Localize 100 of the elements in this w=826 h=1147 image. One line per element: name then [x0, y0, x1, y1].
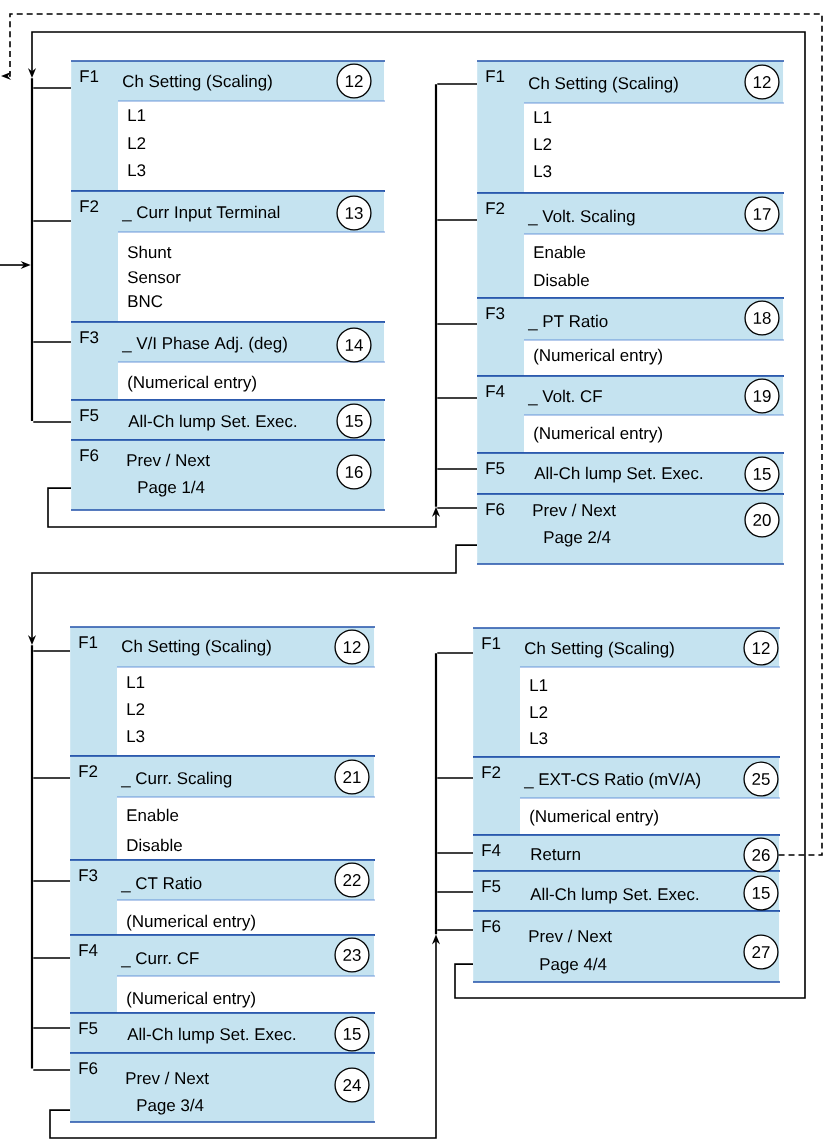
key-label: F2	[80, 200, 99, 212]
connector-line	[32, 957, 71, 959]
menu-title: Ch Setting (Scaling)	[122, 639, 271, 656]
option-label: Disable	[534, 273, 589, 287]
page-label: Page 3/4	[137, 1098, 204, 1115]
key-label: F2	[486, 202, 505, 214]
menu-row	[472, 627, 781, 758]
connector-line	[32, 880, 71, 882]
key-label: F1	[486, 70, 505, 82]
connector-line	[32, 1027, 71, 1029]
connector-line	[436, 852, 474, 854]
page-label: Page 2/4	[544, 530, 611, 547]
menu-title: Prev / Next	[529, 929, 612, 943]
key-label: F4	[482, 844, 501, 856]
connector-line	[436, 777, 474, 779]
option-label: Sensor	[127, 271, 181, 284]
menu-row	[70, 190, 386, 323]
connector-line	[436, 507, 478, 509]
menu-row	[476, 60, 785, 194]
connector-line	[32, 220, 72, 222]
option-label: L1	[127, 676, 145, 688]
option-label: L3	[534, 165, 552, 178]
key-label: F6	[79, 1062, 98, 1075]
key-label: F5	[486, 462, 505, 475]
menu-title: All-Ch lump Set. Exec.	[530, 887, 699, 904]
menu-title: _ Curr. CF	[120, 952, 199, 968]
key-label: F5	[80, 409, 99, 422]
menu-row	[70, 399, 386, 441]
option-label: L3	[127, 730, 145, 743]
key-label: F2	[482, 766, 501, 778]
option-label: L2	[128, 137, 146, 149]
key-label: F5	[79, 1022, 98, 1035]
menu-title: Ch Setting (Scaling)	[123, 74, 272, 91]
menu-title: Ch Setting (Scaling)	[525, 641, 674, 658]
key-label: F1	[79, 636, 98, 648]
key-label: F5	[482, 880, 501, 893]
option-label: L2	[127, 703, 145, 715]
menu-title: _ Volt. Scaling	[527, 209, 635, 226]
menu-title: _ PT Ratio	[527, 314, 608, 331]
key-label: F3	[79, 869, 98, 882]
menu-title: Prev / Next	[533, 503, 616, 517]
connector-line	[436, 468, 478, 470]
key-label: F6	[486, 503, 505, 516]
option-label: (Numerical entry)	[534, 426, 662, 443]
key-label: F4	[79, 944, 98, 956]
option-label: L3	[530, 732, 548, 745]
option-label: Enable	[534, 245, 586, 259]
connector-line	[32, 1069, 71, 1071]
connector-line	[436, 652, 474, 654]
key-label: F6	[482, 920, 501, 933]
menu-title: _ CT Ratio	[120, 876, 202, 893]
menu-row	[69, 934, 376, 1014]
menu-row	[69, 859, 376, 936]
option-label: L3	[128, 164, 146, 177]
connector-line	[436, 397, 478, 399]
key-label: F1	[482, 637, 501, 649]
connector-line	[436, 929, 474, 931]
menu-title: _ Curr. Scaling	[120, 771, 232, 788]
menu-title: _ EXT-CS Ratio (mV/A)	[523, 772, 701, 789]
menu-row	[472, 834, 781, 872]
menu-title: All-Ch lump Set. Exec.	[128, 414, 297, 431]
menu-row	[476, 493, 785, 565]
menu-title: Ch Setting (Scaling)	[529, 76, 678, 93]
connector-line	[32, 777, 71, 779]
connector-line	[436, 323, 478, 325]
option-label: Shunt	[127, 245, 172, 259]
option-label: BNC	[128, 295, 163, 308]
menu-row	[69, 1012, 376, 1054]
option-label: L1	[530, 679, 548, 691]
connector-line	[436, 83, 478, 85]
menu-row	[70, 321, 386, 401]
connector-line	[32, 87, 72, 89]
page-label: Page 1/4	[138, 480, 205, 497]
menu-row	[69, 626, 376, 757]
key-label: F1	[80, 70, 99, 82]
menu-row	[70, 60, 386, 192]
option-label: L2	[534, 138, 552, 150]
option-label: Enable	[127, 808, 179, 822]
option-label: (Numerical entry)	[530, 809, 658, 826]
menu-title: Prev / Next	[126, 1071, 209, 1085]
key-label: F3	[80, 331, 99, 344]
option-label: L1	[128, 109, 146, 121]
key-label: F3	[486, 307, 505, 320]
option-label: L1	[534, 111, 552, 123]
menu-row	[472, 870, 781, 912]
menu-row	[476, 192, 785, 299]
menu-row	[70, 439, 386, 511]
option-label: L2	[530, 706, 548, 718]
option-label: (Numerical entry)	[127, 914, 255, 931]
menu-title: All-Ch lump Set. Exec.	[127, 1027, 296, 1044]
page-label: Page 4/4	[540, 957, 607, 974]
option-label: (Numerical entry)	[128, 375, 256, 392]
menu-row	[472, 910, 781, 983]
menu-row	[69, 755, 376, 861]
option-label: Disable	[127, 838, 182, 852]
key-label: F4	[486, 385, 505, 397]
menu-title: Return	[531, 848, 580, 861]
menu-title: _ V/I Phase Adj. (deg)	[121, 336, 287, 353]
menu-row	[69, 1052, 376, 1123]
menu-title: All-Ch lump Set. Exec.	[534, 466, 703, 483]
